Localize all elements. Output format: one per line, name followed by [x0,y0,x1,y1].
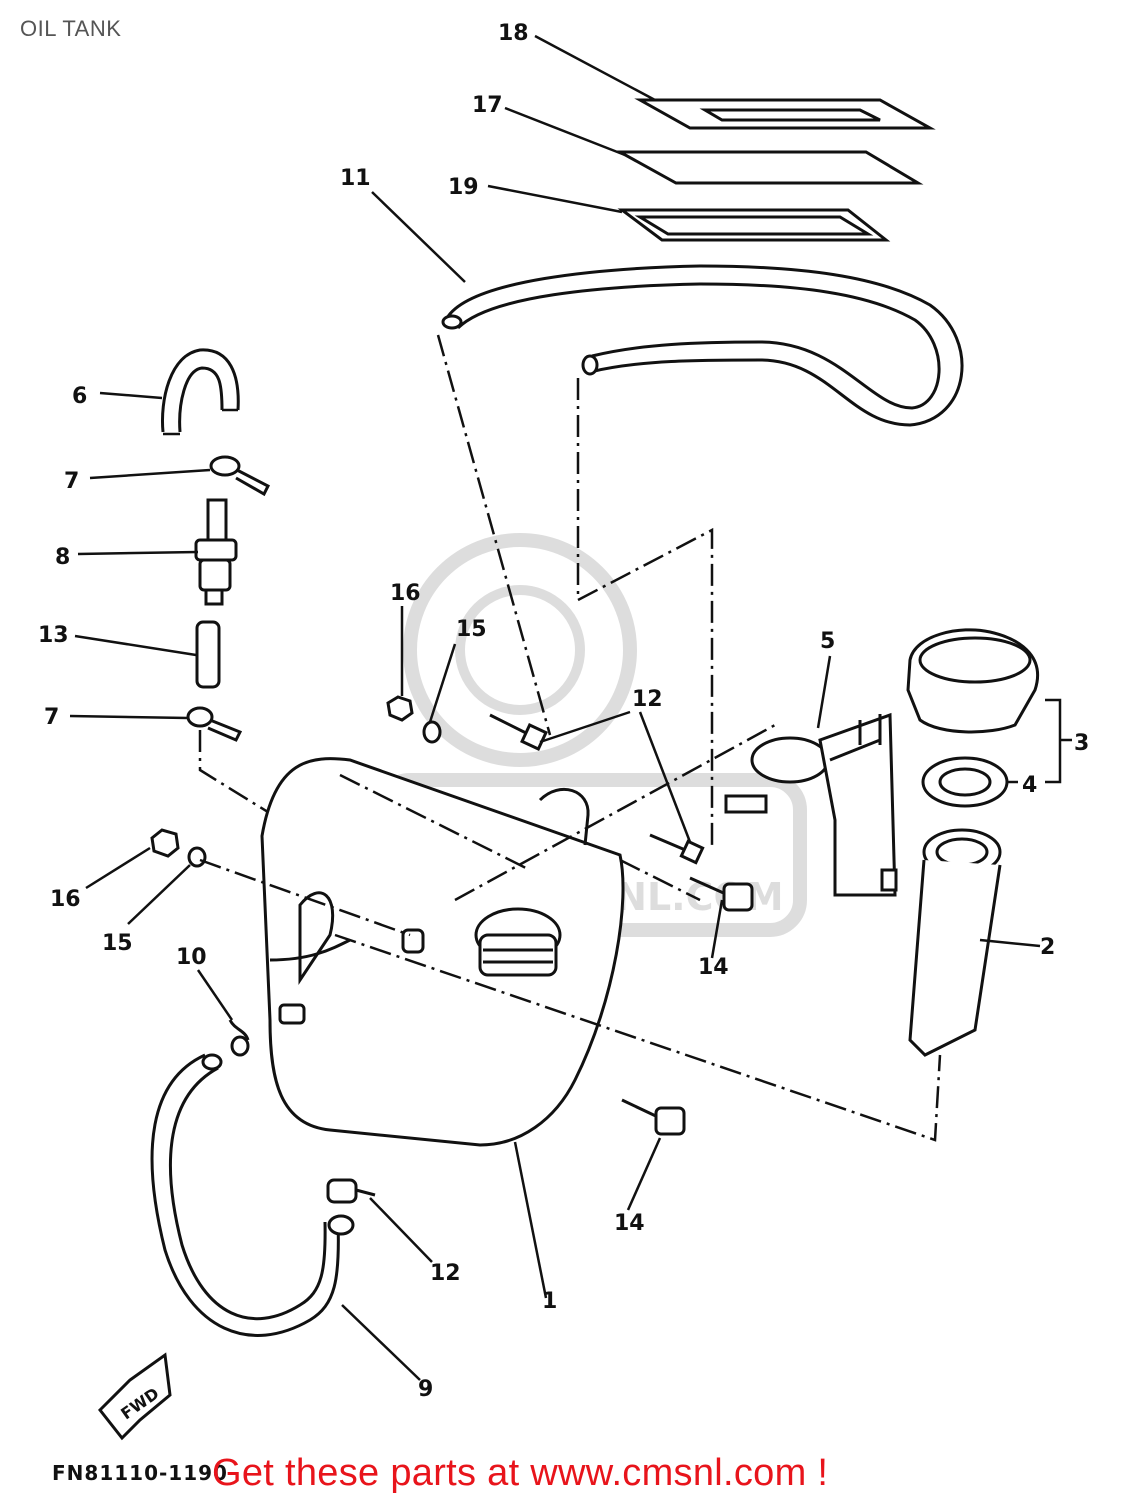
part-18-label-sticker[interactable] [634,98,936,130]
part-3-oil-tank-cap[interactable] [906,628,1040,734]
part-19-label-sticker[interactable] [617,208,891,242]
part-1-oil-tank[interactable] [260,757,625,1147]
callout-12-lower: 12 [430,1261,461,1286]
part-8-oil-cock[interactable] [194,498,238,606]
part-12-bolt-c[interactable] [326,1178,376,1204]
callout-15-upper: 15 [456,617,487,642]
page-title: OIL TANK [20,16,122,41]
callout-labels: 18 17 19 11 6 7 8 13 7 16 15 12 5 3 4 2 … [38,21,1089,1402]
callout-3: 3 [1074,731,1089,756]
callout-11: 11 [340,166,371,191]
part-11-breather-hose[interactable] [441,264,964,427]
callout-7-lower: 7 [44,705,59,730]
callout-14-upper: 14 [698,955,729,980]
part-10-hose-clip[interactable] [228,1019,250,1057]
callout-9: 9 [418,1377,433,1402]
part-4-gasket[interactable] [921,756,1009,808]
callout-16-upper: 16 [390,581,421,606]
part-14-bolt-lower[interactable] [621,1098,686,1136]
part-15-washer-upper[interactable] [422,720,442,744]
part-16-nut-lower[interactable] [150,828,180,858]
part-12-bolt-a[interactable] [489,713,548,751]
part-16-nut-upper[interactable] [386,695,414,722]
part-7-clip-lower[interactable] [186,706,243,742]
callout-19: 19 [448,175,479,200]
callout-7-upper: 7 [64,469,79,494]
footer-link[interactable]: Get these parts at www.cmsnl.com ! [212,1452,829,1494]
part-2-oil-strainer[interactable] [908,828,1002,1057]
callout-12-upper: 12 [632,687,663,712]
fwd-arrow-icon: FWD [97,1352,172,1441]
callout-leaders [69,34,1041,1381]
callout-5: 5 [820,629,835,654]
part-9-oil-hose[interactable] [150,1053,355,1337]
part-17-label-sticker[interactable] [614,150,924,185]
callout-10: 10 [176,945,207,970]
callout-16-lower: 16 [50,887,81,912]
callout-6: 6 [72,384,87,409]
diagram-code: FN81110-1190 [52,1461,228,1485]
callout-1: 1 [542,1289,557,1314]
callout-4: 4 [1022,773,1037,798]
part-14-bolt-upper[interactable] [689,876,754,912]
part-5-bracket[interactable] [724,712,898,897]
part-7-clip-upper[interactable] [209,455,271,497]
callout-13: 13 [38,623,69,648]
callout-15-lower: 15 [102,931,133,956]
callout-14-lower: 14 [614,1211,645,1236]
callout-18: 18 [498,21,529,46]
callout-17: 17 [472,93,503,118]
part-6-hose[interactable] [161,348,240,436]
callout-2: 2 [1040,935,1055,960]
part-13-joint-pipe[interactable] [195,620,221,689]
part-12-bolt-b[interactable] [649,833,705,865]
part-15-washer-lower[interactable] [187,846,207,868]
callout-8: 8 [55,545,70,570]
